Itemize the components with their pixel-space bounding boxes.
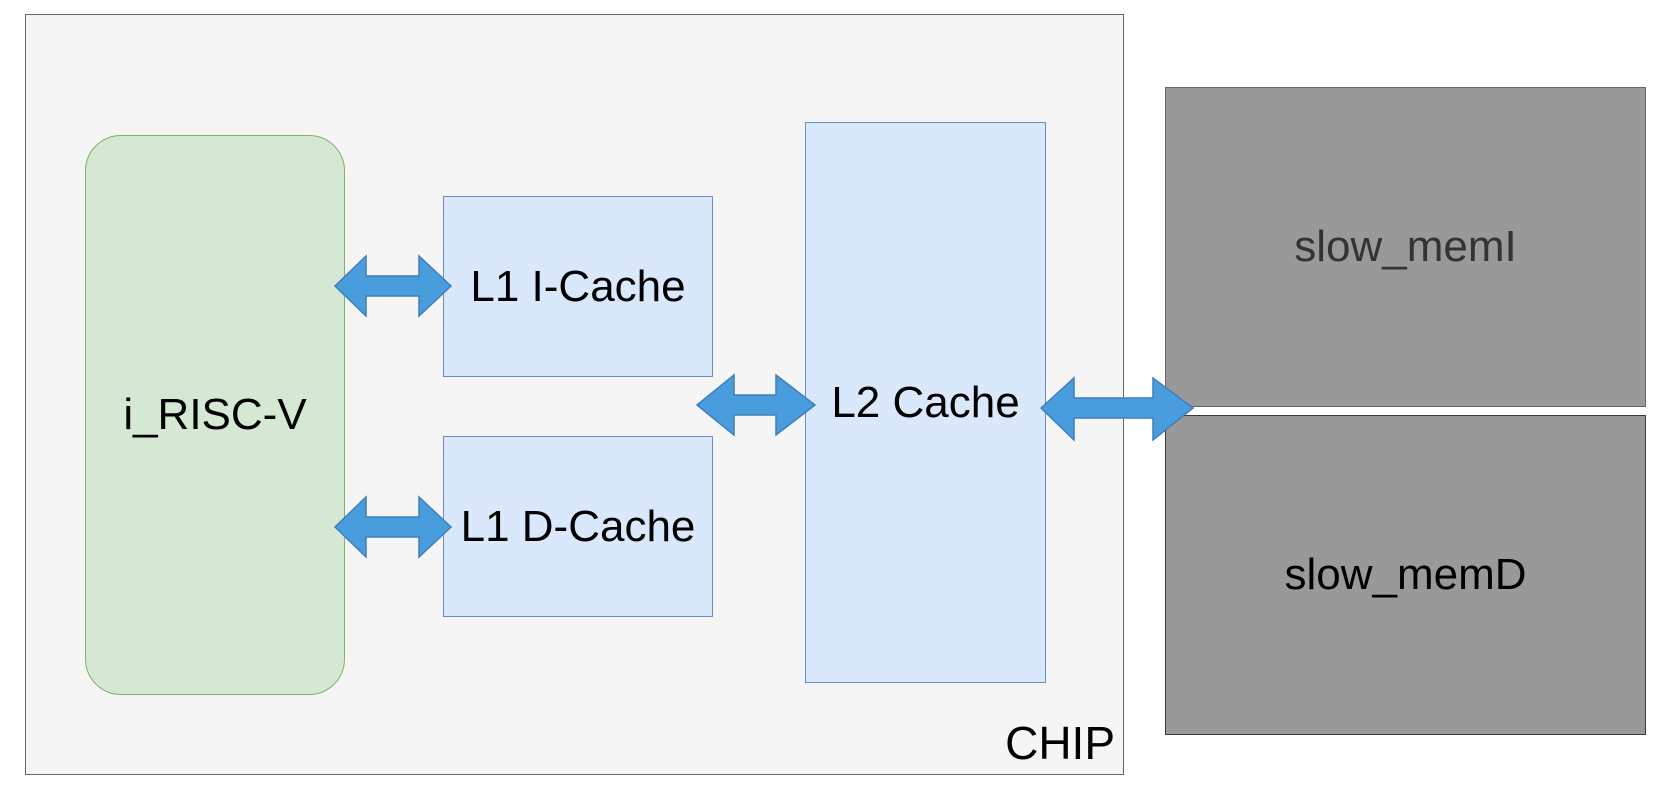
arrow-cpu-l1i — [333, 254, 453, 318]
l1-icache-block: L1 I-Cache — [443, 196, 713, 377]
l2-cache-block: L2 Cache — [805, 122, 1046, 683]
arrow-l2-memory — [1039, 376, 1195, 442]
arrow-cpu-l1d — [333, 495, 453, 559]
cpu-label: i_RISC-V — [123, 390, 307, 439]
slow-memd-block: slow_memD — [1165, 415, 1646, 735]
slow-memi-label: slow_memI — [1294, 222, 1517, 271]
l1-dcache-label: L1 D-Cache — [460, 501, 696, 551]
slow-memd-label: slow_memD — [1284, 550, 1527, 599]
chip-label: CHIP — [1005, 717, 1115, 769]
l2-cache-label: L2 Cache — [831, 377, 1020, 427]
slow-memi-block: slow_memI — [1165, 87, 1646, 407]
cpu-block: i_RISC-V — [85, 135, 345, 695]
l1-icache-label: L1 I-Cache — [470, 261, 686, 311]
arrow-l1-l2 — [695, 373, 817, 437]
l1-dcache-block: L1 D-Cache — [443, 436, 713, 617]
